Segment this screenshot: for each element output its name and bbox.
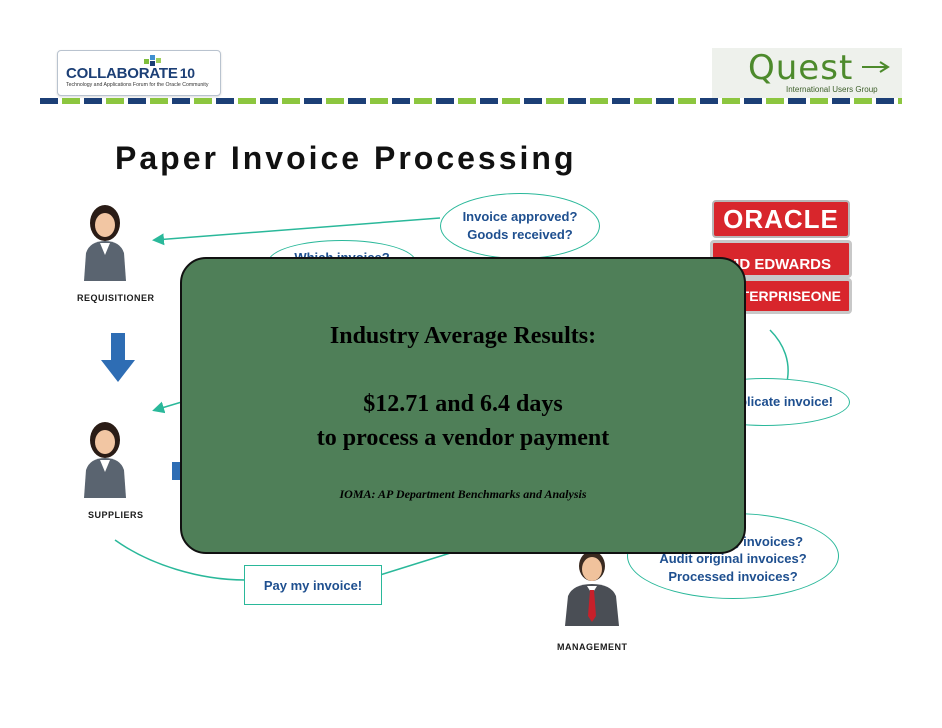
requisitioner-label: REQUISITIONER (77, 293, 155, 303)
connector-to-requisitioner (152, 217, 441, 246)
collaborate-tagline: Technology and Applications Forum for th… (66, 82, 209, 88)
connector-suppliers-pay (114, 539, 246, 581)
duplicate-invoice-text: Duplicate invoice! (721, 394, 833, 410)
quest-subtitle: International Users Group (786, 85, 878, 94)
connector-pay-management (379, 549, 461, 576)
overlay-heading: Industry Average Results: (329, 323, 597, 349)
suppliers-label: SUPPLIERS (88, 510, 144, 520)
header-dash-band (40, 98, 902, 104)
industry-results-overlay: Industry Average Results: $12.71 and 6.4… (180, 257, 746, 554)
pay-my-invoice-box: Pay my invoice! (244, 565, 382, 605)
person-female-icon (84, 205, 126, 281)
goods-received-text: Goods received? (467, 227, 573, 242)
quest-wordmark: Quest (748, 48, 854, 88)
invoice-approved-text: Invoice approved? (462, 209, 578, 225)
quest-arrow-icon (862, 61, 890, 73)
management-label: MANAGEMENT (557, 642, 628, 652)
overlay-line-cost-days: $12.71 and 6.4 days (363, 391, 563, 417)
overlay-line-process: to process a vendor payment (316, 425, 610, 451)
pay-my-invoice-text: Pay my invoice! (263, 577, 363, 593)
person-female-icon (84, 422, 126, 498)
quest-logo: Quest International Users Group (712, 48, 902, 98)
blue-arrow-stub (172, 462, 182, 480)
collaborate-dots-icon (144, 55, 161, 66)
person-male-icon (565, 551, 619, 626)
overlay-source: IOMA: AP Department Benchmarks and Analy… (339, 487, 587, 501)
oracle-logo: ORACLE (712, 200, 850, 238)
page-title: Paper Invoice Processing (115, 140, 577, 176)
invoice-approved-bubble: Invoice approved? Goods received? (440, 193, 600, 259)
down-arrow-icon (101, 333, 135, 382)
processed-invoices-text: Processed invoices? (668, 568, 798, 584)
audit-original-text: Audit original invoices? (659, 551, 807, 567)
